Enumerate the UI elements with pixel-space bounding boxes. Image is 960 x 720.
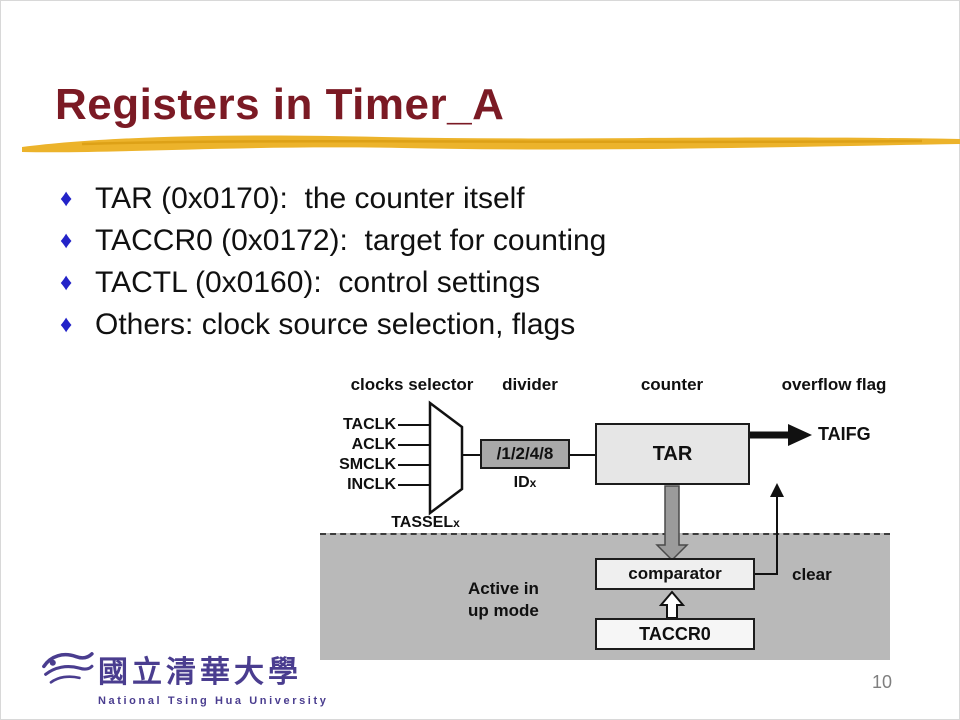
header-overflow-flag: overflow flag [781,375,887,394]
taifg-label: TAIFG [818,424,871,444]
idx-label: IDx [480,474,570,492]
divider-box: /1/2/4/8 [480,439,570,469]
tassel-label-main: TASSEL [391,514,454,531]
university-name-english: National Tsing Hua University [98,695,329,707]
clock-input-aclk: ACLK [351,436,396,453]
list-item: ♦ Others: clock source selection, flags [60,304,900,346]
timer-a-block-diagram: clocks selector divider counter overflow… [320,373,890,660]
header-divider: divider [502,375,558,394]
up-mode-shaded-region [320,533,890,660]
diamond-bullet-icon: ♦ [60,227,73,254]
swoosh-streak [81,139,923,146]
clock-input-inclk: INCLK [347,476,396,493]
page-number: 10 [872,672,893,692]
header-clocks-selector: clocks selector [350,375,474,394]
bullet-text: TACTL (0x0160): control settings [95,266,541,299]
comparator-box: comparator [595,558,755,590]
diamond-bullet-icon: ♦ [60,185,73,212]
tassel-label: TASSELx [378,514,473,532]
list-item: ♦ TACTL (0x0160): control settings [60,262,900,304]
clock-mux-shape [428,400,464,516]
clock-input-taclk: TACLK [342,416,396,433]
taccr0-box: TACCR0 [595,618,755,650]
university-footer: 國立清華大學 National Tsing Hua University [40,645,329,707]
tar-counter-box: TAR [595,423,750,485]
clock-input-smclk: SMCLK [339,456,396,473]
bullet-list: ♦ TAR (0x0170): the counter itself ♦ TAC… [60,178,900,346]
active-note-line1: Active in [468,579,539,598]
list-item: ♦ TACCR0 (0x0172): target for counting [60,220,900,262]
university-name-chinese: 國立清華大學 [98,655,302,690]
page-title: Registers in Timer_A [55,80,505,129]
header-counter: counter [640,375,704,394]
bullet-text: Others: clock source selection, flags [95,308,576,341]
bullet-text: TACCR0 (0x0172): target for counting [95,224,607,257]
title-underline-swoosh [22,135,960,153]
swoosh-body [22,135,960,153]
tassel-label-sub: x [453,516,460,530]
university-logo-row: 國立清華大學 [40,645,320,693]
diamond-bullet-icon: ♦ [60,311,73,338]
active-in-up-mode-note: Active in up mode [468,578,588,622]
nthu-logo-icon [42,652,94,684]
idx-label-main: ID [513,474,530,491]
list-item: ♦ TAR (0x0170): the counter itself [60,178,900,220]
idx-label-sub: x [529,476,537,490]
active-note-line2: up mode [468,601,539,620]
clear-arrow-head [770,483,784,497]
taifg-arrow-head [788,424,812,446]
clear-label: clear [792,565,832,584]
diamond-bullet-icon: ♦ [60,269,73,296]
bullet-text: TAR (0x0170): the counter itself [95,182,525,215]
